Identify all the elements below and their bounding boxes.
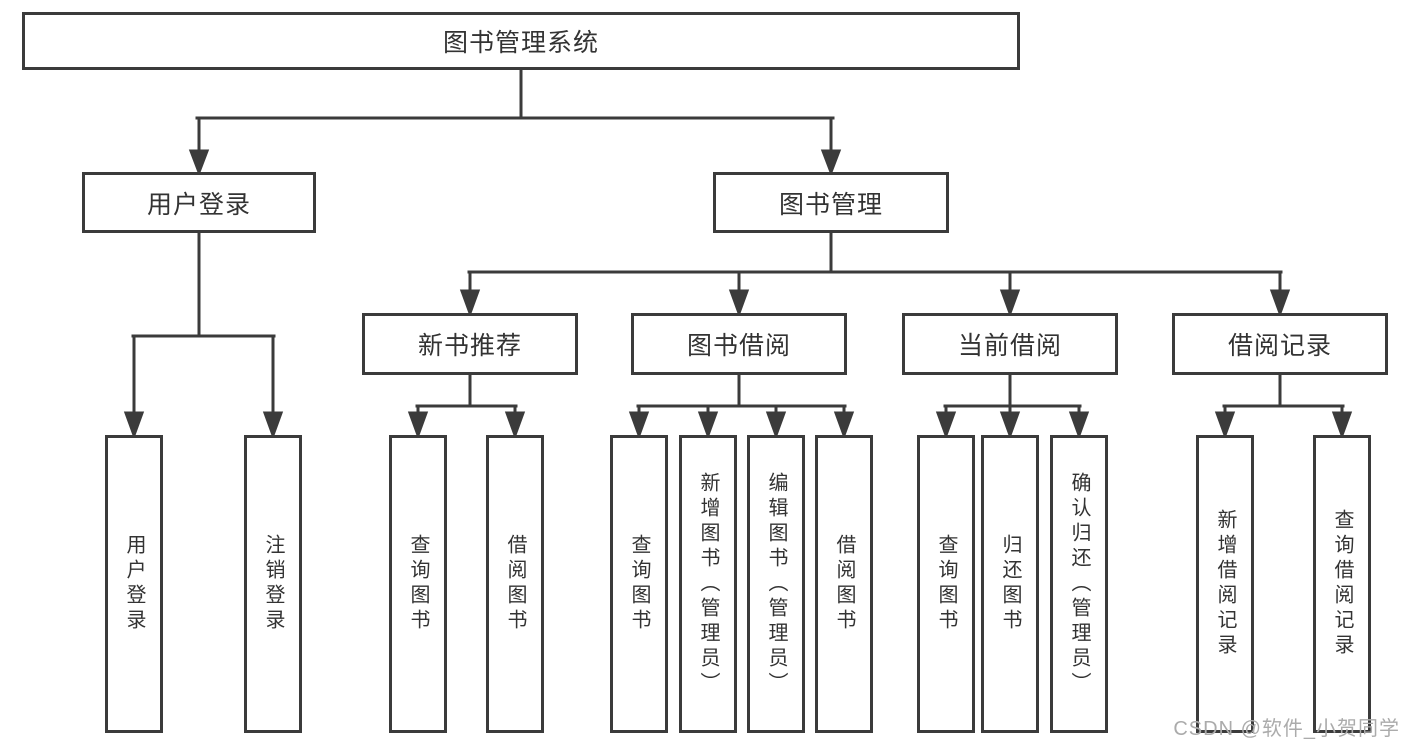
csdn-watermark: CSDN @软件_小贺同学 xyxy=(1173,718,1400,740)
node-user-login: 用户登录 xyxy=(82,172,316,233)
leaf-add-book-admin: 新增图书（管理员） xyxy=(679,435,737,733)
leaf-add-borrow-record-label: 新增借阅记录 xyxy=(1214,509,1236,659)
leaf-user-login: 用户登录 xyxy=(105,435,163,733)
node-library-system: 图书管理系统 xyxy=(22,12,1020,70)
node-book-management: 图书管理 xyxy=(713,172,949,233)
node-new-book-recommendation: 新书推荐 xyxy=(362,313,578,375)
leaf-query-books-borrow-label: 查询图书 xyxy=(628,534,650,634)
node-book-borrowing: 图书借阅 xyxy=(631,313,847,375)
leaf-borrow-books-label: 借阅图书 xyxy=(833,534,855,634)
leaf-edit-book-admin-label: 编辑图书（管理员） xyxy=(765,471,787,697)
leaf-confirm-return-admin: 确认归还（管理员） xyxy=(1050,435,1108,733)
leaf-query-borrow-record: 查询借阅记录 xyxy=(1313,435,1371,733)
leaf-add-borrow-record: 新增借阅记录 xyxy=(1196,435,1254,733)
leaf-logout-login: 注销登录 xyxy=(244,435,302,733)
leaf-edit-book-admin: 编辑图书（管理员） xyxy=(747,435,805,733)
leaf-return-book-label: 归还图书 xyxy=(999,534,1021,634)
leaf-confirm-return-admin-label: 确认归还（管理员） xyxy=(1068,471,1090,697)
leaf-query-books-recommend-label: 查询图书 xyxy=(407,534,429,634)
node-current-borrowing: 当前借阅 xyxy=(902,313,1118,375)
leaf-logout-login-label: 注销登录 xyxy=(262,534,284,634)
leaf-query-books-current-label: 查询图书 xyxy=(935,534,957,634)
leaf-query-books-borrow: 查询图书 xyxy=(610,435,668,733)
leaf-borrow-books-recommend: 借阅图书 xyxy=(486,435,544,733)
leaf-query-books-current: 查询图书 xyxy=(917,435,975,733)
leaf-query-borrow-record-label: 查询借阅记录 xyxy=(1331,509,1353,659)
leaf-add-book-admin-label: 新增图书（管理员） xyxy=(697,471,719,697)
node-borrowing-records: 借阅记录 xyxy=(1172,313,1388,375)
leaf-user-login-label: 用户登录 xyxy=(123,534,145,634)
leaf-query-books-recommend: 查询图书 xyxy=(389,435,447,733)
leaf-borrow-books: 借阅图书 xyxy=(815,435,873,733)
leaf-borrow-books-recommend-label: 借阅图书 xyxy=(504,534,526,634)
leaf-return-book: 归还图书 xyxy=(981,435,1039,733)
